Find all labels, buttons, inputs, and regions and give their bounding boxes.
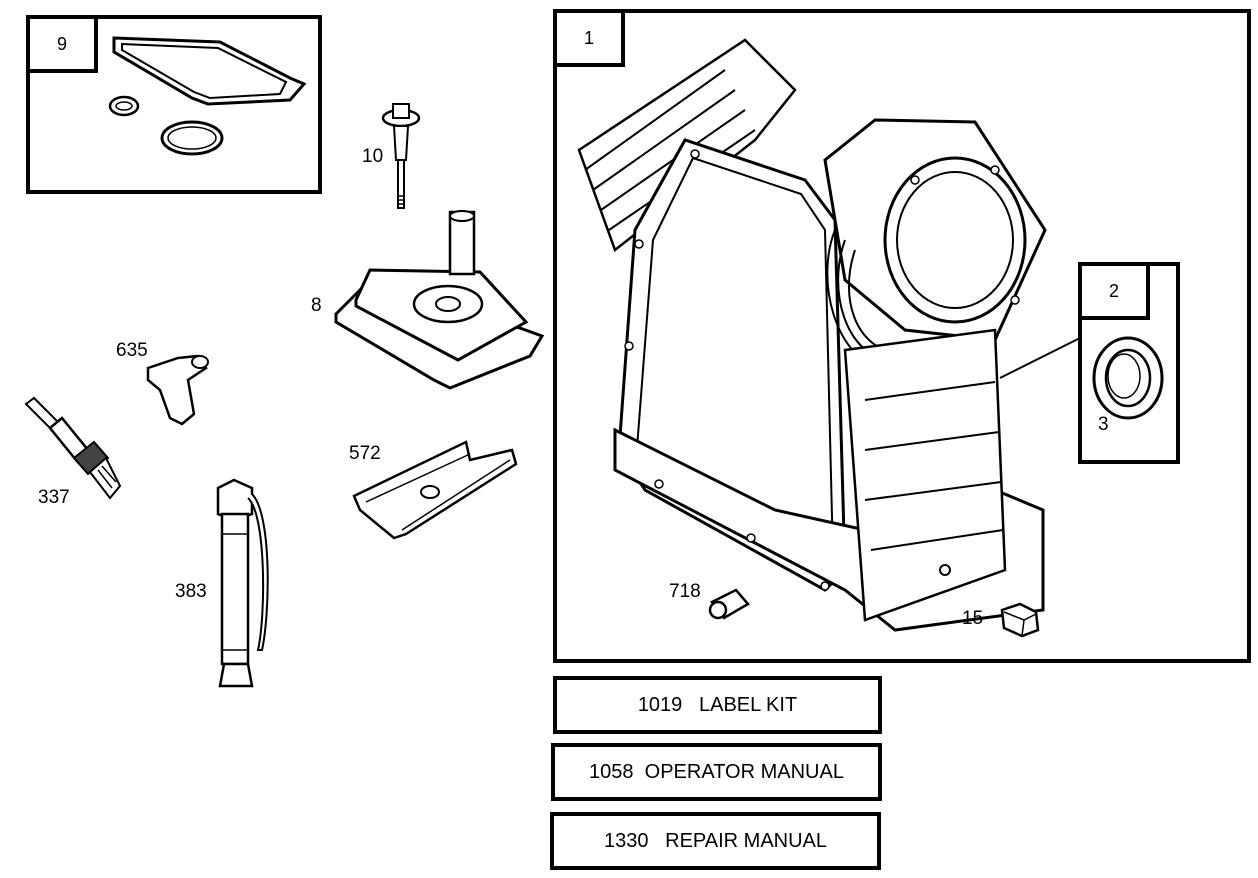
bracket-illustration	[352, 440, 518, 540]
group-1-box	[553, 9, 1251, 663]
engine-block-illustration	[577, 38, 1047, 632]
group-1-number: 1	[583, 27, 594, 48]
spark-plug-boot-illustration	[146, 354, 209, 426]
gasket-set-illustration	[108, 36, 307, 156]
dowel-pin-illustration	[708, 588, 750, 620]
part-635-label: 635	[116, 340, 148, 361]
breather-assembly-illustration	[334, 210, 545, 390]
group-9-number: 9	[56, 33, 67, 54]
group-2-tag: 2	[1078, 262, 1150, 320]
part-3-label: 3	[1098, 414, 1109, 435]
spark-plug-illustration	[24, 396, 122, 500]
group-9-box	[26, 15, 322, 194]
part-337-label: 337	[38, 487, 70, 508]
repair-manual-text: 1330 REPAIR MANUAL	[603, 829, 828, 852]
part-10-label: 10	[362, 146, 384, 167]
part-718-label: 718	[669, 581, 701, 602]
label-kit-text: 1019 LABEL KIT	[637, 693, 798, 716]
part-8-label: 8	[311, 295, 322, 316]
operator-manual-text: 1058 OPERATOR MANUAL	[589, 760, 844, 783]
plug-illustration	[1000, 602, 1040, 638]
repair-manual-box: 1330 REPAIR MANUAL	[550, 812, 881, 870]
group-2-number: 2	[1108, 280, 1119, 301]
spark-plug-wrench-illustration	[216, 478, 269, 688]
breather-screw-illustration	[381, 103, 421, 209]
part-15-label: 15	[962, 608, 984, 629]
oil-seal-illustration	[1092, 336, 1164, 420]
part-572-label: 572	[349, 443, 381, 464]
label-kit-box: 1019 LABEL KIT	[553, 676, 882, 734]
group-1-tag: 1	[553, 9, 625, 67]
group-9-tag: 9	[26, 15, 98, 73]
part-383-label: 383	[175, 581, 207, 602]
operator-manual-box: 1058 OPERATOR MANUAL	[551, 743, 882, 801]
